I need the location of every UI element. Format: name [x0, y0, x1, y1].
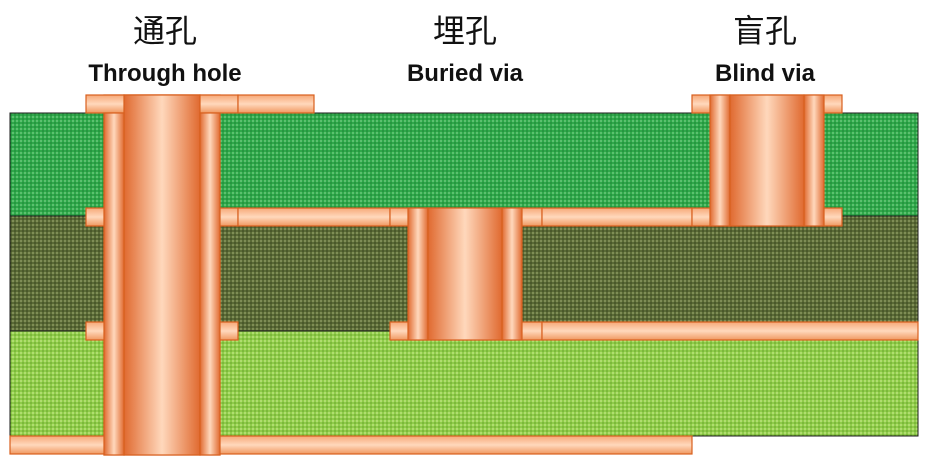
buried-via-label-en: Buried via	[406, 60, 524, 87]
blind-via-wall-left	[709, 94, 731, 227]
through-hole-label-en: Through hole	[88, 60, 242, 87]
buried-via-wall-right	[501, 207, 523, 341]
blind-via-label-en: Blind via	[714, 60, 816, 87]
inner-trace-upper	[237, 207, 391, 227]
blind-via-wall-right	[803, 94, 825, 227]
top-trace-left	[237, 94, 315, 114]
buried-via-label-cn: 埋孔	[432, 12, 497, 50]
buried-via-wall-left	[407, 207, 429, 341]
inner-trace-lower-right	[541, 321, 919, 341]
blind-via-label-cn: 盲孔	[732, 12, 797, 50]
buried-via-barrel	[427, 207, 503, 341]
through-hole-label-cn: 通孔	[132, 12, 197, 50]
blind-via-barrel	[729, 94, 805, 227]
inner-trace-upper-right	[541, 207, 693, 227]
